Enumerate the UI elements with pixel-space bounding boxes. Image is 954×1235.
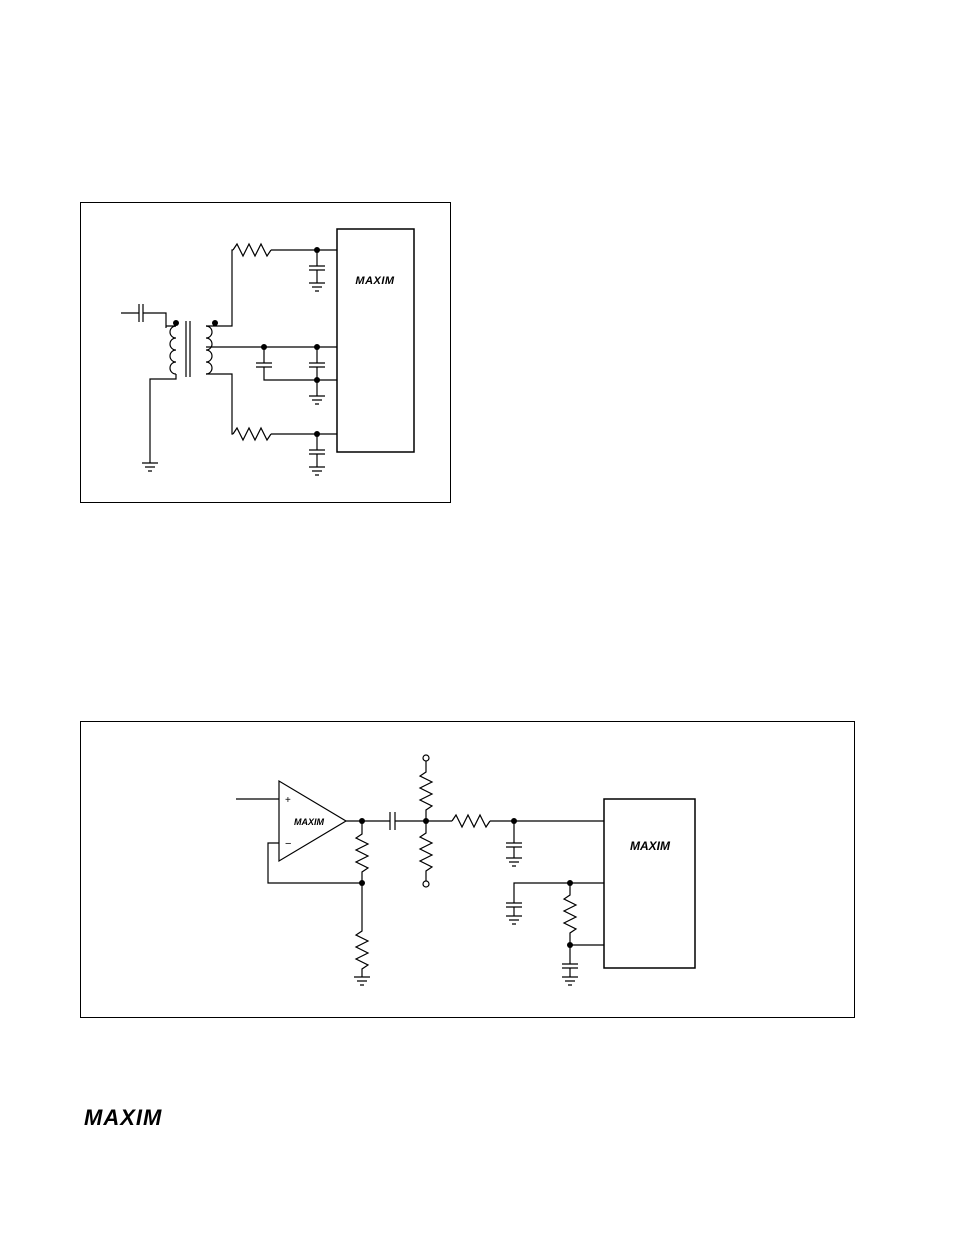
wire bbox=[232, 250, 233, 314]
ic-chip-box bbox=[604, 799, 695, 968]
capacitor-filter bbox=[506, 821, 522, 858]
coupling-capacitor bbox=[390, 812, 395, 830]
capacitor-bypass bbox=[562, 945, 578, 977]
ground-symbol bbox=[309, 467, 325, 475]
resistor-bias-top bbox=[420, 761, 432, 821]
coupling-capacitor bbox=[139, 304, 143, 322]
wire bbox=[317, 380, 337, 396]
figure-op-amp-circuit: + − MAXIM bbox=[80, 721, 855, 1018]
capacitor-center-left bbox=[256, 347, 317, 380]
resistor-feedback bbox=[356, 821, 368, 883]
supply-terminal-bottom bbox=[423, 881, 429, 887]
ground-symbol bbox=[309, 283, 325, 291]
schematic-transformer: MAXIM bbox=[81, 203, 452, 504]
figure-transformer-circuit: MAXIM bbox=[80, 202, 451, 503]
ground-symbol bbox=[142, 463, 158, 471]
op-amp-logo: MAXIM bbox=[294, 817, 325, 827]
phase-dot-secondary bbox=[212, 320, 218, 326]
resistor-bias-bottom bbox=[420, 821, 432, 881]
feedback-wire bbox=[268, 843, 362, 883]
resistor-top bbox=[233, 244, 271, 256]
ground-symbol bbox=[562, 977, 578, 985]
transformer-core bbox=[186, 321, 190, 377]
capacitor-reference bbox=[506, 903, 522, 916]
wire bbox=[206, 314, 232, 326]
transformer-secondary bbox=[206, 326, 212, 374]
capacitor-bottom bbox=[309, 434, 325, 467]
resistor-series bbox=[452, 815, 490, 827]
phase-dot-primary bbox=[173, 320, 179, 326]
ground-symbol bbox=[506, 858, 522, 866]
transformer-primary bbox=[170, 326, 176, 374]
capacitor-top bbox=[309, 250, 325, 283]
wire bbox=[143, 313, 166, 328]
ground-symbol bbox=[354, 977, 370, 985]
op-amp-plus-sign: + bbox=[285, 795, 291, 806]
ic-chip-logo: MAXIM bbox=[355, 275, 395, 287]
resistor-reference bbox=[564, 883, 576, 945]
ground-symbol bbox=[506, 916, 522, 924]
wire bbox=[150, 326, 176, 463]
wire bbox=[206, 374, 233, 434]
ground-symbol bbox=[309, 396, 325, 404]
capacitor-center-right bbox=[309, 347, 325, 380]
ic-chip-box bbox=[337, 229, 414, 452]
resistor-gain bbox=[356, 883, 368, 977]
resistor-bottom bbox=[233, 428, 271, 440]
ic-chip-logo: MAXIM bbox=[630, 839, 671, 853]
svg-text:MAXIM: MAXIM bbox=[84, 1105, 162, 1129]
wire bbox=[514, 883, 604, 903]
op-amp-minus-sign: − bbox=[285, 838, 291, 850]
maxim-logo: MAXIM bbox=[84, 1105, 194, 1129]
supply-terminal-top bbox=[423, 755, 429, 761]
schematic-op-amp: + − MAXIM bbox=[81, 722, 856, 1019]
